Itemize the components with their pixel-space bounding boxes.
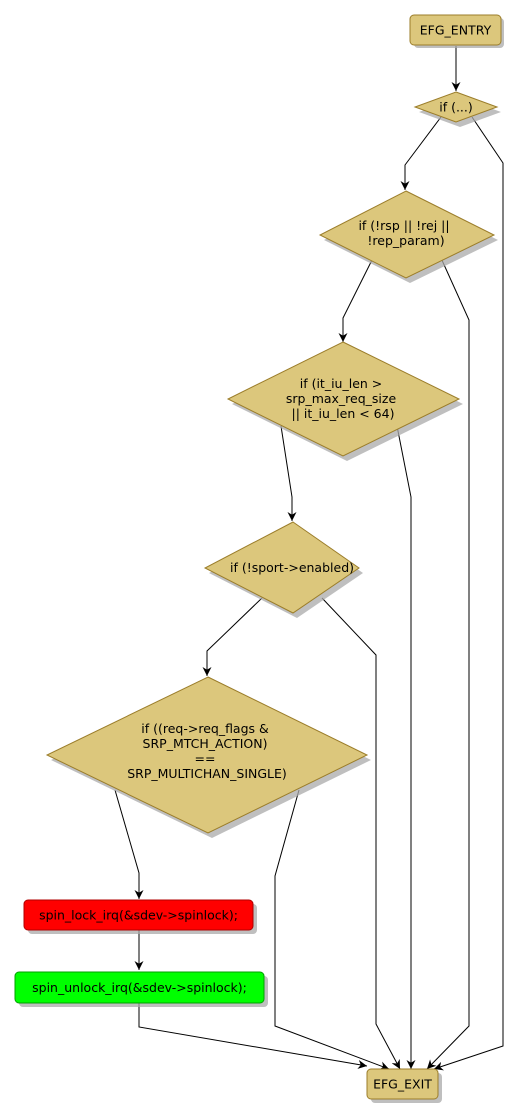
spin-unlock-label: spin_unlock_irq(&sdev->spinlock); bbox=[32, 980, 247, 995]
condition-2-label: if (!rsp || !rej || !rep_param) bbox=[358, 218, 453, 248]
condition-1-diamond bbox=[413, 91, 499, 123]
condition-node-3: if (it_iu_len > srp_max_req_size || it_i… bbox=[226, 341, 463, 461]
exit-label: EFG_EXIT bbox=[373, 1077, 432, 1092]
spin-unlock-box bbox=[14, 971, 265, 1004]
condition-5-diamond bbox=[45, 676, 369, 834]
entry-node: EFG_ENTRY bbox=[409, 14, 504, 48]
edge-cond3-to-exit bbox=[396, 425, 416, 1069]
edge-cond2-to-exit bbox=[426, 257, 470, 1070]
condition-1-label: if (...) bbox=[439, 100, 473, 115]
edges bbox=[114, 46, 504, 1071]
spin-lock-node: spin_lock_irq(&sdev->spinlock); bbox=[23, 899, 257, 934]
condition-node-1: if (...) bbox=[413, 91, 501, 127]
condition-3-label: if (it_iu_len > srp_max_req_size || it_i… bbox=[286, 376, 400, 421]
spin-lock-label: spin_lock_irq(&sdev->spinlock); bbox=[39, 908, 238, 923]
edge-cond2-to-cond3 bbox=[338, 257, 374, 342]
edge-cond1-to-cond2 bbox=[400, 116, 442, 190]
edge-cond4-to-exit bbox=[321, 597, 401, 1070]
condition-node-4: if (!sport->enabled) bbox=[203, 521, 363, 618]
condition-node-5: if ((req->req_flags & SRP_MTCH_ACTION) =… bbox=[45, 676, 371, 838]
edge-cond1-to-exit bbox=[433, 116, 504, 1071]
spin-lock-box bbox=[23, 899, 254, 931]
condition-node-2: if (!rsp || !rej || !rep_param) bbox=[318, 190, 498, 283]
edge-unlock-to-exit bbox=[138, 1002, 368, 1069]
edge-cond3-to-cond4 bbox=[280, 425, 297, 521]
entry-label: EFG_ENTRY bbox=[420, 23, 492, 38]
exit-node: EFG_EXIT bbox=[366, 1068, 442, 1103]
spin-unlock-node: spin_unlock_irq(&sdev->spinlock); bbox=[14, 971, 268, 1007]
exit-box bbox=[366, 1068, 439, 1100]
condition-2-diamond bbox=[318, 190, 496, 279]
entry-box bbox=[409, 14, 502, 46]
condition-3-diamond bbox=[226, 341, 461, 457]
condition-5-label: if ((req->req_flags & SRP_MTCH_ACTION) =… bbox=[127, 721, 287, 781]
edge-cond4-to-cond5 bbox=[202, 597, 263, 676]
condition-4-diamond bbox=[203, 521, 360, 614]
condition-4-label: if (!sport->enabled) bbox=[230, 560, 354, 575]
edge-cond5-to-exit bbox=[274, 789, 390, 1071]
edge-cond5-to-lock bbox=[114, 789, 144, 899]
